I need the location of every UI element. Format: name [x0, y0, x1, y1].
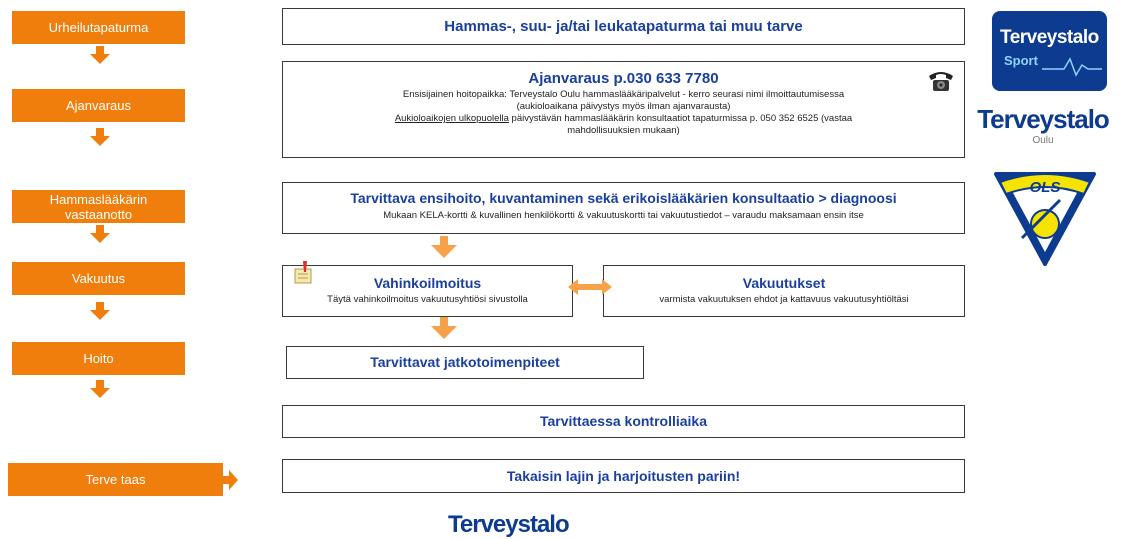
terveystalo-oulu-logo: Terveystalo Oulu: [968, 104, 1118, 146]
step-down-arrow: [90, 46, 110, 64]
logo-oulu-name: Terveystalo: [977, 104, 1110, 134]
heartbeat-icon: [1042, 57, 1102, 77]
box-jatkotoimenpiteet: Tarvittavat jatkotoimenpiteet: [286, 346, 644, 379]
box-takaisin-title: Takaisin lajin ja harjoitusten pariin!: [506, 468, 741, 484]
box-tapaturma: Hammas-, suu- ja/tai leukatapaturma tai …: [282, 8, 965, 45]
logo-sport-sub: Sport: [1004, 53, 1038, 68]
ols-text: OLS: [1030, 179, 1061, 196]
step-vakuutus: Vakuutus: [12, 262, 185, 295]
step-terve-taas: Terve taas: [8, 463, 223, 496]
box-jatkotoimenpiteet-title: Tarvittavat jatkotoimenpiteet: [370, 354, 560, 370]
step-right-arrow: [222, 470, 238, 490]
step-down-arrow: [90, 225, 110, 243]
box-kontrolliaika-title: Tarvittaessa kontrolliaika: [539, 413, 708, 429]
box-vahinkoilmoitus: Vahinkoilmoitus Täytä vahinkoilmoitus va…: [282, 261, 573, 317]
step-hoito: Hoito: [12, 342, 185, 375]
step-down-arrow: [90, 128, 110, 146]
telephone-icon: [929, 72, 953, 91]
flow-arrow-down: [431, 317, 457, 339]
terveystalo-sport-logo: Terveystalo Sport: [992, 11, 1107, 91]
box-ajanvaraus-line2: (aukioloaikana päivystys myös ilman ajan…: [516, 101, 731, 112]
box-ajanvaraus-line3: Aukioloaikojen ulkopuolella päivystävän …: [394, 113, 853, 124]
pencil-note-icon: [294, 261, 312, 284]
step-ajanvaraus: Ajanvaraus: [12, 89, 185, 122]
step-urheilutapaturma: Urheilutapaturma: [12, 11, 185, 44]
box-tapaturma-title: Hammas-, suu- ja/tai leukatapaturma tai …: [444, 18, 803, 35]
step-down-arrow: [90, 302, 110, 320]
flow-arrow-down: [431, 236, 457, 258]
box-vahinkoilmoitus-text: Täytä vahinkoilmoitus vakuutusyhtiösi si…: [327, 294, 528, 305]
box-ensihoito-title: Tarvittava ensihoito, kuvantaminen sekä …: [350, 190, 897, 206]
box-takaisin: Takaisin lajin ja harjoitusten pariin!: [282, 459, 965, 493]
box-ensihoito: Tarvittava ensihoito, kuvantaminen sekä …: [282, 182, 965, 234]
box-ajanvaraus-title: Ajanvaraus p.030 633 7780: [528, 70, 719, 87]
flow-arrow-bidirectional: [568, 279, 612, 295]
box-vakuutukset-title: Vakuutukset: [742, 275, 826, 291]
step-down-arrow: [90, 380, 110, 398]
step-hammaslaakarin-vastaanotto: Hammaslääkärin vastaanotto: [12, 190, 185, 223]
ols-shield-logo: OLS: [994, 172, 1096, 266]
box-vakuutukset-text: varmista vakuutuksen ehdot ja kattavuus …: [659, 294, 909, 305]
box-ajanvaraus-line4: mahdollisuuksien mukaan): [567, 125, 680, 136]
logo-oulu-sub: Oulu: [1032, 135, 1054, 146]
box-ajanvaraus: Ajanvaraus p.030 633 7780 Ensisijainen h…: [282, 61, 965, 158]
box-vakuutukset: Vakuutukset varmista vakuutuksen ehdot j…: [603, 265, 965, 317]
box-vahinkoilmoitus-title: Vahinkoilmoitus: [373, 275, 482, 291]
box-ajanvaraus-line1: Ensisijainen hoitopaikka: Terveystalo Ou…: [402, 89, 845, 100]
box-ensihoito-text: Mukaan KELA-kortti & kuvallinen henkilök…: [383, 210, 864, 221]
terveystalo-bottom-logo: Terveystalo: [448, 511, 570, 538]
logo-sport-name: Terveystalo: [1000, 27, 1099, 48]
box-kontrolliaika: Tarvittaessa kontrolliaika: [282, 405, 965, 438]
